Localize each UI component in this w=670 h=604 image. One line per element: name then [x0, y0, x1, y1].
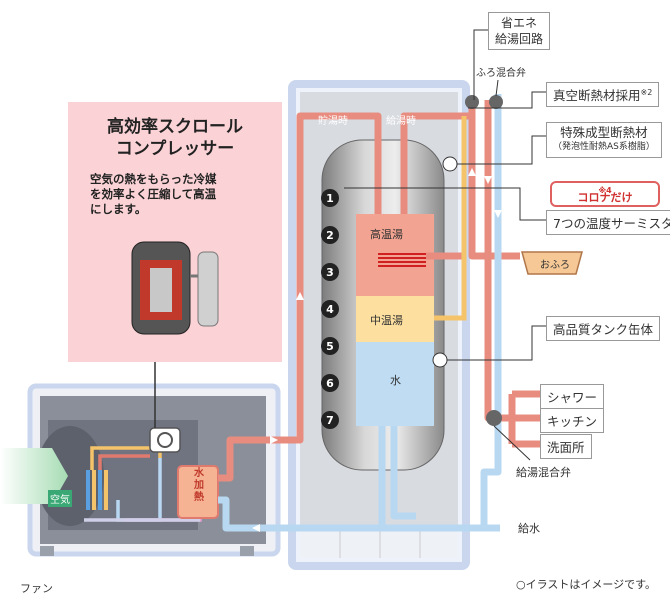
compressor-icon [149, 362, 181, 453]
heating-coil [378, 253, 426, 267]
tank-body-callout: 高品質タンク缶体 [546, 316, 661, 341]
thermistor-sensor-4 [321, 300, 339, 318]
disclaimer-note: ○イラストはイメージです。 [516, 578, 657, 591]
storage-time-label: 貯湯時 [318, 116, 348, 127]
water-zone-label: 水 [390, 374, 401, 387]
high-temp-zone-label: 高温湯 [370, 228, 403, 241]
thermistor-number-1: 1 [326, 192, 334, 205]
supply-mix-valve-label: 給湯混合弁 [516, 466, 571, 479]
thermistor-sensor-7 [321, 411, 339, 429]
bath-tub [521, 251, 583, 275]
bath-label: おふろ [540, 260, 570, 271]
thermistor-number-2: 2 [326, 229, 334, 242]
washroom-outlet: 洗面所 [540, 434, 592, 459]
compressor-promo-panel: 高効率スクロール コンプレッサー 空気の熱をもらった冷媒 を効率よく圧縮して高温… [68, 102, 282, 362]
thermistor-sensors: 1 2 3 4 5 6 7 [321, 189, 339, 429]
promo-description: 空気の熱をもらった冷媒 を効率よく圧縮して高温 にします。 [90, 172, 217, 216]
thermistor-number-3: 3 [326, 266, 334, 279]
water-supply-label: 給水 [518, 522, 540, 535]
bath-mix-valve-label: ふろ混合弁 [476, 68, 526, 79]
supply-time-label: 給湯時 [386, 116, 416, 127]
corona-only-badge: コロナだけ※4 [550, 181, 660, 207]
eco-circuit-callout: 省エネ 給湯回路 [488, 12, 551, 50]
promo-title-line1: 高効率スクロール [107, 117, 243, 137]
water-heating-label: 水 加 熱 [194, 468, 204, 503]
mid-water-pipe [434, 116, 467, 321]
promo-title-line2: コンプレッサー [115, 139, 235, 159]
callout-lines [344, 29, 546, 461]
thermistor-number-7: 7 [326, 414, 334, 427]
bath-mix-valve [465, 95, 503, 109]
thermistor-number-6: 6 [326, 377, 334, 390]
fan-label: ファン [20, 582, 53, 595]
thermistor-callout: 7つの温度サーミスタ [546, 210, 670, 235]
mid-temp-zone-label: 中温湯 [370, 314, 403, 327]
thermistor-number-4: 4 [326, 303, 334, 316]
cold-water-pipes [218, 94, 502, 532]
kitchen-outlet: キッチン [540, 408, 605, 433]
water-heat-exchanger [177, 465, 219, 519]
storage-tank [321, 139, 445, 471]
shower-outlet: シャワー [540, 384, 605, 409]
thermistor-sensor-6 [321, 374, 339, 392]
thermistor-sensor-5 [321, 337, 339, 355]
flow-arrows [252, 168, 502, 532]
thermistor-sensor-3 [321, 263, 339, 281]
thermistor-sensor-2 [321, 226, 339, 244]
vacuum-insulation-callout: 真空断熱材採用※2 [546, 82, 660, 107]
supply-mix-valve [486, 410, 502, 426]
thermistor-number-5: 5 [326, 340, 334, 353]
air-label: 空気 [48, 490, 72, 507]
special-insulation-callout: 特殊成型断熱材 （発泡性耐熱AS系樹脂） [546, 122, 662, 158]
compressor-illustration [131, 241, 219, 335]
thermistor-sensor-1 [321, 189, 339, 207]
evaporator-coil [86, 470, 108, 510]
